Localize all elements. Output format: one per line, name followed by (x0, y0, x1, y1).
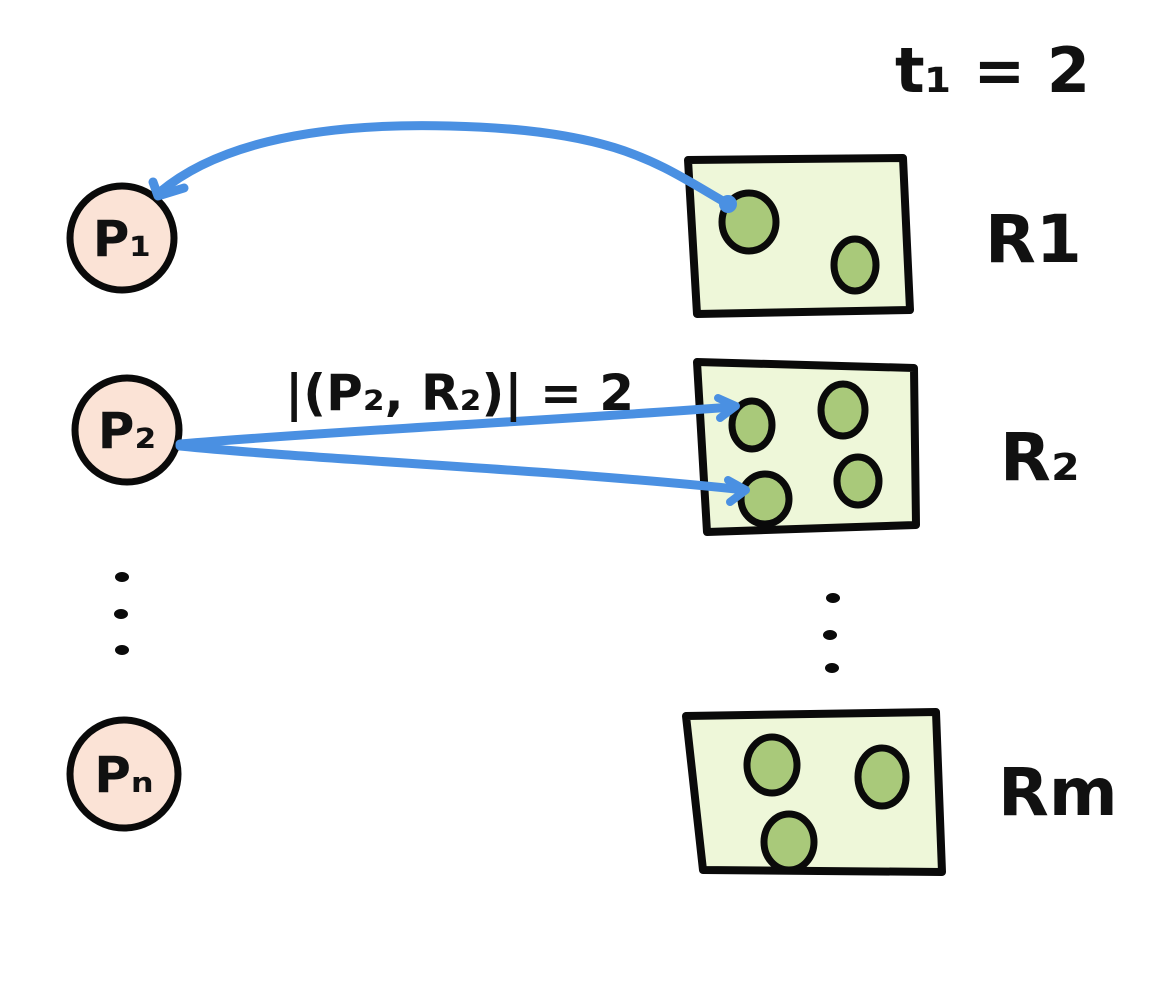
request-edge-p2-r2-a (175, 394, 740, 449)
resource-instance (737, 470, 793, 528)
process-p2-label: P₂ (98, 402, 157, 460)
process-pn: Pₙ (66, 716, 182, 832)
process-p1-label: P₁ (93, 210, 152, 268)
resource-ellipsis (823, 593, 840, 673)
resource-instance (743, 733, 801, 797)
resource-instance (760, 810, 818, 874)
edge-count-label: |(P₂, R₂)| = 2 (285, 364, 634, 422)
process-p1: P₁ (66, 182, 178, 294)
resource-rm-label: Rm (998, 754, 1118, 831)
resource-rm (682, 708, 946, 876)
resource-r1 (684, 154, 914, 318)
threshold-label: t₁ = 2 (895, 34, 1090, 107)
allocation-edge-r1-p1 (148, 121, 737, 213)
process-pn-label: Pₙ (94, 746, 153, 804)
resource-r2-label: R₂ (1000, 419, 1080, 496)
resource-instance (817, 380, 869, 440)
resource-instance (833, 453, 883, 509)
resource-r2 (693, 358, 920, 536)
request-edge-p2-r2-b (175, 441, 750, 506)
resource-instance (854, 744, 910, 810)
process-ellipsis (114, 572, 129, 655)
resource-r1-label: R1 (985, 201, 1082, 278)
process-p2: P₂ (71, 374, 183, 486)
resource-instance (728, 397, 776, 453)
resource-instance (830, 235, 880, 295)
